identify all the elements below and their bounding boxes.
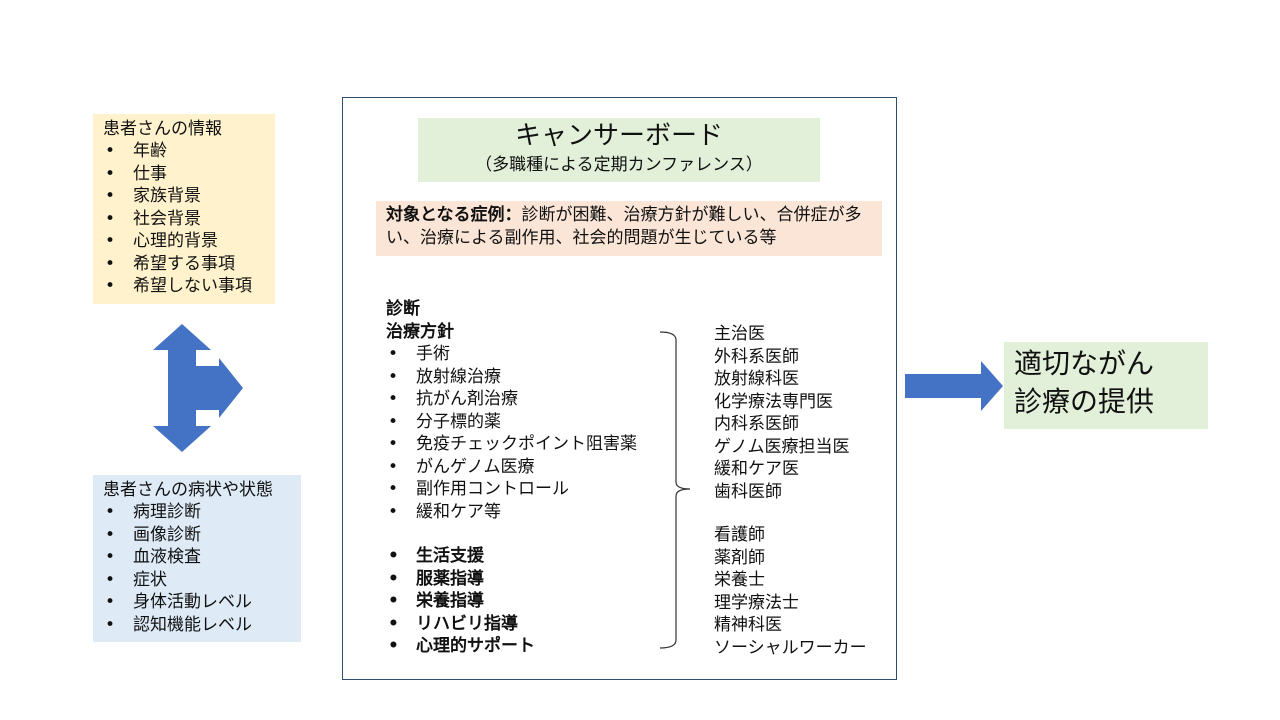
patient-info-item: 希望する事項	[103, 253, 265, 276]
support-item: 生活支援	[386, 545, 676, 568]
doctor-role: 歯科医師	[714, 481, 782, 502]
patient-info-title: 患者さんの情報	[103, 119, 222, 139]
result-line-2: 診療の提供	[1014, 385, 1155, 418]
treatment-section: 診断 治療方針 手術 放射線治療 抗がん剤治療 分子標的薬 免疫チェックポイント…	[386, 298, 676, 658]
patient-condition-box: 患者さんの病状や状態 病理診断 画像診断 血液検査 症状 身体活動レベル 認知機…	[93, 475, 301, 642]
treatment-item: 放射線治療	[386, 366, 676, 389]
patient-condition-item: 身体活動レベル	[103, 591, 291, 614]
staff-role: 薬剤師	[714, 547, 765, 568]
doctor-role: 放射線科医	[714, 369, 799, 389]
doctor-role: ゲノム医療担当医	[714, 436, 850, 457]
patient-condition-list: 病理診断 画像診断 血液検査 症状 身体活動レベル 認知機能レベル	[103, 501, 291, 636]
patient-info-item: 仕事	[103, 163, 265, 186]
support-item: 栄養指導	[386, 590, 676, 613]
patient-condition-item: 病理診断	[103, 501, 291, 524]
cancer-board-title-box: キャンサーボード （多職種による定期カンファレンス）	[418, 118, 820, 182]
support-item: 心理的サポート	[386, 635, 676, 658]
doctor-role: 内科系医師	[714, 414, 799, 434]
support-list: 生活支援 服薬指導 栄養指導 リハビリ指導 心理的サポート	[386, 545, 676, 658]
treatment-policy-heading: 治療方針	[386, 321, 454, 342]
support-item: 服薬指導	[386, 568, 676, 591]
doctor-role: 化学療法専門医	[714, 391, 833, 412]
cancer-board-frame	[342, 97, 897, 680]
patient-condition-item: 血液検査	[103, 546, 291, 569]
support-item: リハビリ指導	[386, 613, 676, 636]
patient-info-list: 年齢 仕事 家族背景 社会背景 心理的背景 希望する事項 希望しない事項	[103, 140, 265, 298]
staff-role: 栄養士	[714, 570, 765, 590]
patient-info-item: 家族背景	[103, 185, 265, 208]
cancer-board-title: キャンサーボード	[514, 121, 723, 151]
patient-info-box: 患者さんの情報 年齢 仕事 家族背景 社会背景 心理的背景 希望する事項 希望し…	[93, 114, 275, 304]
staff-role: 理学療法士	[714, 592, 799, 613]
patient-condition-item: 画像診断	[103, 524, 291, 547]
diagnosis-heading: 診断	[386, 299, 420, 319]
treatment-item: がんゲノム医療	[386, 456, 676, 479]
doctor-role: 外科系医師	[714, 346, 799, 367]
target-cases-box: 対象となる症例：診断が困難、治療方針が難しい、合併症が多い、治療による副作用、社…	[376, 201, 882, 256]
staff-role: ソーシャルワーカー	[714, 637, 867, 658]
target-cases-label: 対象となる症例：	[386, 205, 522, 225]
three-way-arrow-icon	[153, 324, 243, 452]
treatment-item: 緩和ケア等	[386, 501, 676, 524]
treatment-item: 免疫チェックポイント阻害薬	[386, 433, 676, 456]
patient-condition-item: 認知機能レベル	[103, 614, 291, 637]
patient-info-item: 社会背景	[103, 208, 265, 231]
doctor-role: 緩和ケア医	[714, 459, 799, 479]
cancer-board-subtitle: （多職種による定期カンファレンス）	[475, 155, 763, 175]
roles-section: 主治医 外科系医師 放射線科医 化学療法専門医 内科系医師 ゲノム医療担当医 緩…	[714, 323, 894, 659]
right-arrow-icon	[905, 361, 1003, 411]
result-line-1: 適切ながん	[1014, 347, 1155, 380]
patient-condition-item: 症状	[103, 569, 291, 592]
staff-role: 看護師	[714, 525, 765, 545]
patient-info-item: 心理的背景	[103, 230, 265, 253]
patient-info-item: 希望しない事項	[103, 275, 265, 298]
staff-role: 精神科医	[714, 615, 782, 635]
result-box: 適切ながん 診療の提供	[1004, 342, 1208, 429]
treatment-item: 分子標的薬	[386, 411, 676, 434]
treatment-item: 副作用コントロール	[386, 478, 676, 501]
doctor-role: 主治医	[714, 324, 765, 344]
target-cases-text: 診断が困難、治療方針が難しい、合併症が多い、治療による副作用、社会的問題が生じて…	[386, 205, 862, 248]
patient-condition-title: 患者さんの病状や状態	[103, 480, 273, 500]
patient-info-item: 年齢	[103, 140, 265, 163]
treatment-list: 手術 放射線治療 抗がん剤治療 分子標的薬 免疫チェックポイント阻害薬 がんゲノ…	[386, 343, 676, 523]
treatment-item: 抗がん剤治療	[386, 388, 676, 411]
treatment-item: 手術	[386, 343, 676, 366]
